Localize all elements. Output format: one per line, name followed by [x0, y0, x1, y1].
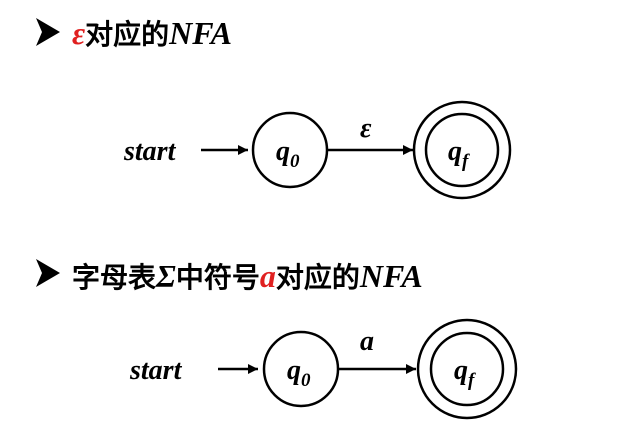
section2-heading: 字母表Σ中符号a对应的NFA [36, 258, 423, 294]
transition-label-epsilon: ε [360, 113, 372, 144]
section1-title-nfa: NFA [168, 15, 232, 51]
start-label: start [129, 355, 183, 386]
transition-label-a: a [360, 326, 374, 357]
section2-nfa-diagram: start q0 a qf [129, 318, 518, 420]
sigma-symbol: Σ [155, 258, 176, 294]
state-q0-label: q0 [287, 355, 311, 391]
state-qf-label: qf [454, 355, 476, 391]
section1-title-cjk: 对应的 [85, 18, 169, 51]
state-qf-label: qf [448, 136, 470, 172]
state-q0-label: q0 [276, 136, 300, 172]
state-q0: q0 [251, 111, 329, 189]
section2-title-cjk: 对应的 [276, 261, 360, 294]
section2-title-prefix: 字母表 [72, 261, 156, 294]
symbol-a: a [260, 258, 276, 294]
state-qf-accepting: qf [412, 100, 512, 200]
section2-title-middle: 中符号 [176, 261, 260, 294]
arrowhead-bullet-icon [36, 259, 60, 287]
section1-nfa-diagram: start q0 ε qf [123, 100, 512, 200]
section2-title: 字母表Σ中符号a对应的NFA [72, 258, 423, 294]
section2-title-nfa: NFA [359, 258, 423, 294]
section1-title: ε对应的NFA [72, 15, 232, 51]
state-qf-accepting: qf [416, 318, 518, 420]
epsilon-symbol: ε [72, 15, 85, 51]
section1-heading: ε对应的NFA [36, 15, 232, 51]
arrowhead-bullet-icon [36, 18, 60, 46]
state-q0: q0 [262, 330, 340, 408]
start-label: start [123, 136, 177, 167]
